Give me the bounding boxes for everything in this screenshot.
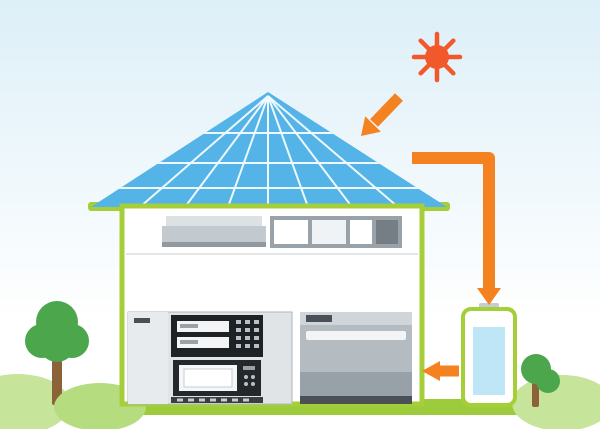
sun-body bbox=[425, 45, 449, 69]
oven-buttons bbox=[244, 375, 255, 386]
tree-foliage bbox=[521, 354, 560, 393]
oven-window bbox=[183, 368, 233, 388]
upper-windows bbox=[270, 216, 402, 248]
window-pane bbox=[274, 220, 308, 244]
roof-to-battery-arrow-shaft bbox=[412, 152, 495, 288]
dishwasher bbox=[300, 312, 412, 404]
roof-to-battery-arrow bbox=[412, 152, 501, 305]
kitchen-base-strip bbox=[171, 397, 263, 403]
roof-to-battery-arrow-head bbox=[477, 288, 501, 305]
tree-trunk bbox=[52, 350, 62, 405]
tree-right bbox=[521, 354, 560, 407]
range-hood bbox=[162, 216, 266, 247]
house bbox=[119, 203, 425, 407]
console-display bbox=[177, 321, 229, 332]
cabinet-handle bbox=[134, 318, 150, 323]
base-strip-buttons bbox=[177, 398, 249, 402]
tree-left bbox=[25, 301, 89, 405]
cabinet-panel bbox=[128, 312, 168, 404]
battery-cell bbox=[473, 327, 505, 395]
console-buttons bbox=[236, 320, 259, 348]
dishwasher-handle-slot bbox=[306, 331, 406, 340]
sunlight-arrow bbox=[361, 93, 403, 136]
window-pane bbox=[350, 220, 372, 244]
console-display bbox=[177, 337, 229, 348]
oven-display bbox=[243, 366, 255, 370]
console-display-segment bbox=[180, 340, 198, 344]
sun bbox=[411, 31, 463, 83]
kitchen-console bbox=[171, 315, 263, 357]
microwave-oven bbox=[173, 360, 261, 396]
window-pane bbox=[312, 220, 346, 244]
tree-trunk bbox=[532, 382, 539, 407]
sunlight-arrow-shaft bbox=[370, 93, 403, 127]
dishwasher-base bbox=[300, 396, 412, 404]
window-pane-dark bbox=[376, 220, 398, 244]
console-display-segment bbox=[180, 324, 198, 328]
sunlight-arrow-head bbox=[361, 116, 381, 136]
storage-battery bbox=[461, 303, 517, 407]
tree-foliage bbox=[25, 301, 89, 362]
kitchen-unit bbox=[127, 311, 293, 405]
dishwasher-control bbox=[306, 315, 332, 322]
dishwasher-lower-panel bbox=[300, 372, 412, 396]
battery-to-appliance-arrow bbox=[422, 361, 459, 381]
battery-to-appliance-arrow-head bbox=[422, 361, 440, 381]
